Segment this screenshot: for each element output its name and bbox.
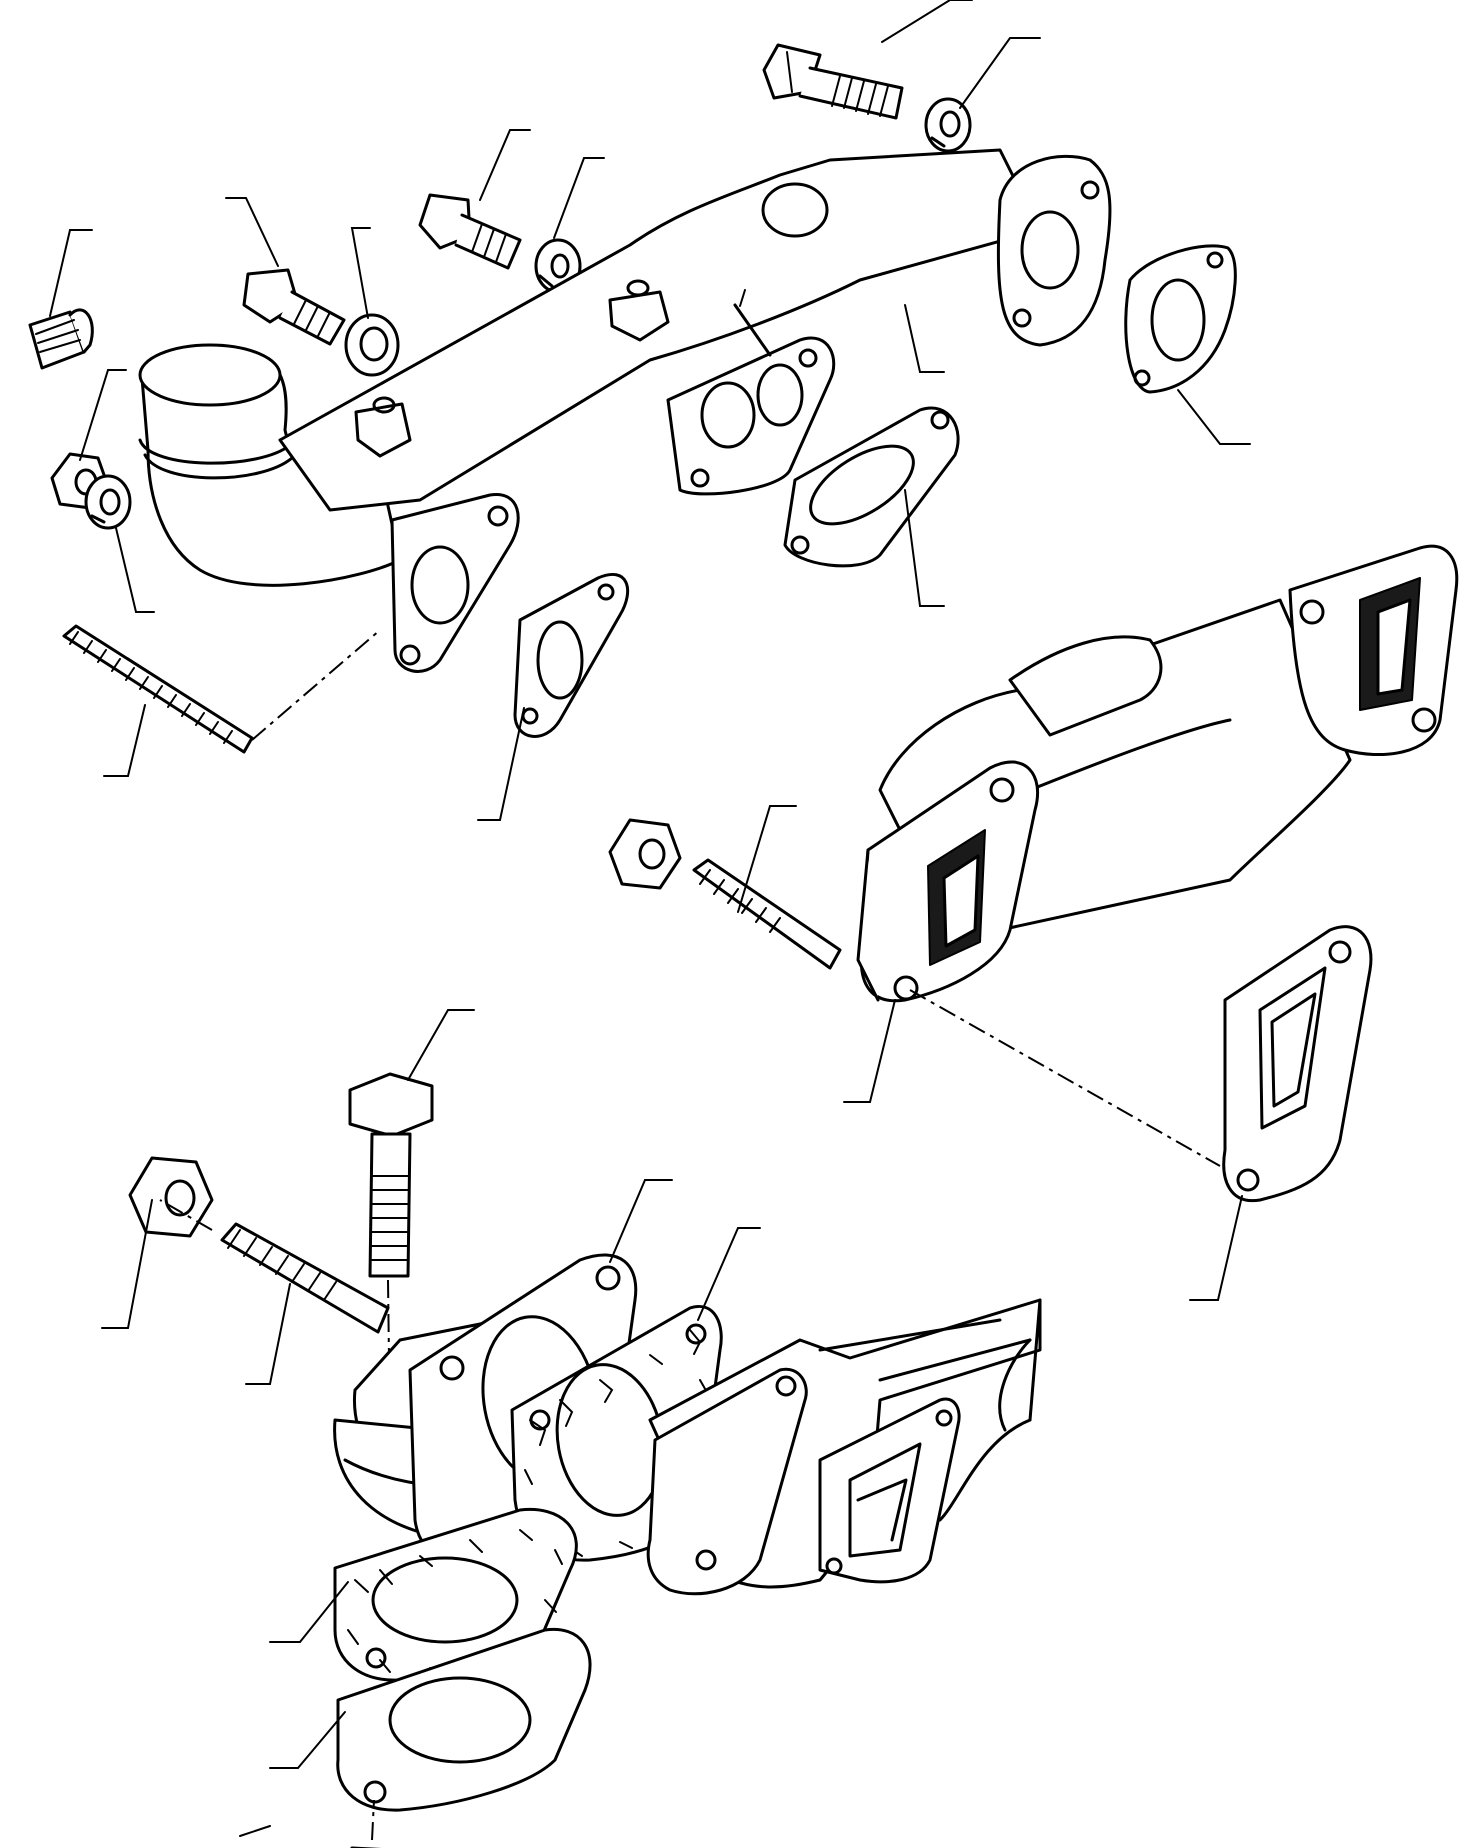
- middle-manifold-assembly: [608, 544, 1459, 1301]
- split-washer-icon: [84, 474, 132, 530]
- hex-nut-icon: [350, 1799, 383, 1848]
- split-washer-icon: [924, 97, 972, 153]
- gasket-icon: [1189, 925, 1373, 1301]
- flat-washer-icon: [344, 313, 400, 377]
- threaded-stud-icon: [62, 624, 381, 754]
- callout-leaders: [49, 0, 1251, 821]
- gasket-icon: [783, 406, 960, 568]
- callout-leader: [239, 1825, 271, 1837]
- alignment-line: [909, 989, 1221, 1167]
- gasket-icon: [1124, 244, 1237, 394]
- flange-icon: [269, 1627, 592, 1812]
- hex-nut-icon: [608, 818, 682, 890]
- hex-bolt-icon: [418, 193, 522, 270]
- lower-elbow-assembly: [101, 1009, 1042, 1848]
- gasket-icon: [269, 1507, 578, 1682]
- hex-nut-icon: [101, 1156, 214, 1329]
- hex-bolt-icon: [762, 43, 904, 120]
- threaded-stud-icon: [692, 805, 842, 970]
- exhaust-manifold-icon: [646, 1298, 1042, 1596]
- upper-manifold-assembly: [28, 0, 1251, 821]
- hex-bolt-icon: [242, 268, 346, 346]
- gasket-icon: [513, 572, 630, 738]
- threaded-plug-icon: [28, 308, 94, 370]
- exhaust-manifold-icon: [138, 148, 1112, 673]
- exhaust-manifold-icon: [843, 544, 1459, 1103]
- hex-bolt-icon: [348, 1009, 475, 1441]
